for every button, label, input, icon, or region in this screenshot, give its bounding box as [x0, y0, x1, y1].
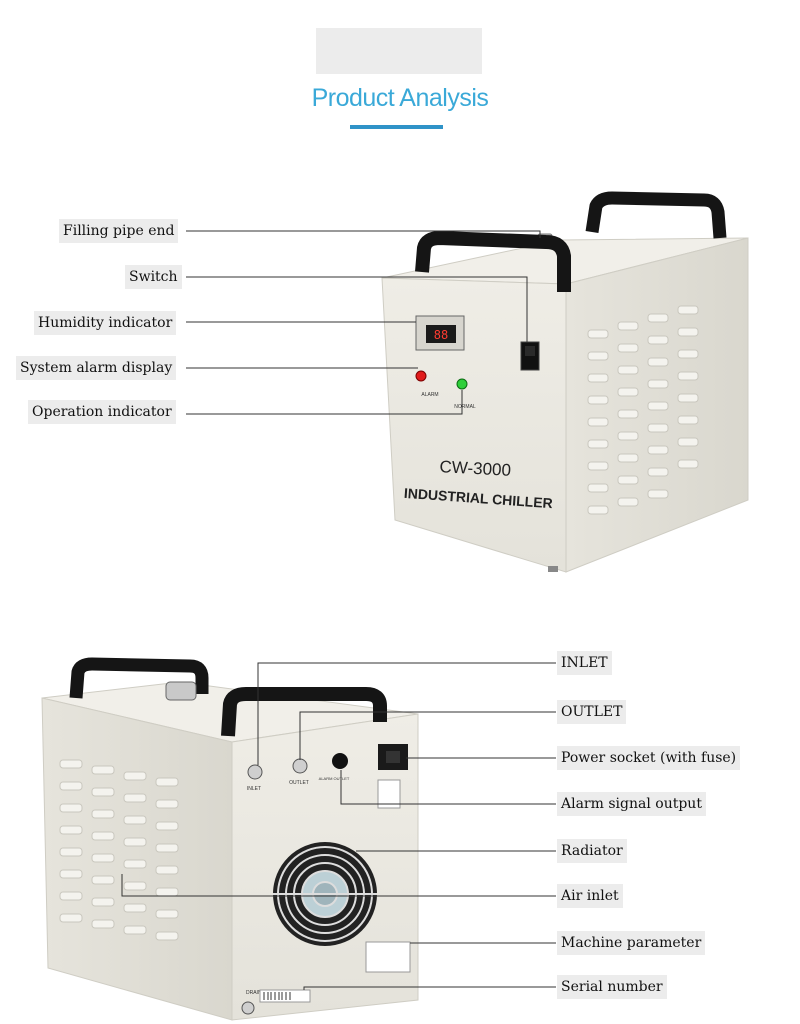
outlet-fitting	[292, 758, 308, 774]
label-machine-parameter: Machine parameter	[557, 931, 706, 955]
callout-lines	[121, 230, 556, 990]
inlet-fitting	[247, 764, 263, 780]
back-chiller-unit: INLET OUTLET ALARM OUTLET DRAIN	[41, 657, 419, 1021]
serial-number-sticker	[259, 989, 311, 1003]
label-serial-number: Serial number	[557, 975, 667, 999]
label-radiator: Radiator	[557, 839, 627, 863]
rear-handle-front-view	[585, 191, 727, 239]
svg-text:ALARM OUTLET: ALARM OUTLET	[319, 776, 350, 781]
title-underline	[350, 125, 443, 129]
label-filling-pipe-end: Filling pipe end	[59, 219, 179, 243]
side-vents-back	[59, 759, 179, 941]
svg-text:INLET: INLET	[247, 786, 261, 792]
svg-text:DRAIN: DRAIN	[246, 990, 262, 996]
side-vents-front	[587, 305, 699, 515]
front-chiller-unit: 88 ALARM NORMAL CW-3000 INDUSTRIAL CHILL…	[381, 191, 749, 573]
rear-handle-back-view	[69, 657, 209, 699]
radiator-fan	[273, 842, 377, 946]
label-operation-indicator: Operation indicator	[28, 400, 176, 424]
svg-text:ALARM: ALARM	[421, 392, 438, 398]
label-humidity-indicator: Humidity indicator	[34, 311, 177, 335]
alarm-signal-port	[332, 753, 348, 769]
svg-text:CW-3000: CW-3000	[439, 457, 511, 480]
svg-text:88: 88	[434, 328, 448, 342]
back-top-handle	[221, 687, 387, 737]
label-air-inlet: Air inlet	[557, 884, 623, 908]
label-inlet: INLET	[557, 651, 612, 675]
parameter-plate	[365, 941, 411, 973]
label-switch: Switch	[125, 265, 182, 289]
page-title: Product Analysis	[311, 84, 489, 112]
title-placeholder-box	[316, 28, 482, 74]
front-handle	[415, 231, 571, 292]
label-system-alarm-display: System alarm display	[16, 356, 177, 380]
svg-text:NORMAL: NORMAL	[454, 404, 476, 410]
alarm-led	[415, 370, 427, 382]
label-outlet: OUTLET	[557, 700, 627, 724]
label-alarm-signal-output: Alarm signal output	[557, 792, 706, 816]
normal-led	[456, 378, 468, 390]
label-power-socket: Power socket (with fuse)	[557, 746, 741, 770]
svg-text:OUTLET: OUTLET	[289, 780, 309, 786]
